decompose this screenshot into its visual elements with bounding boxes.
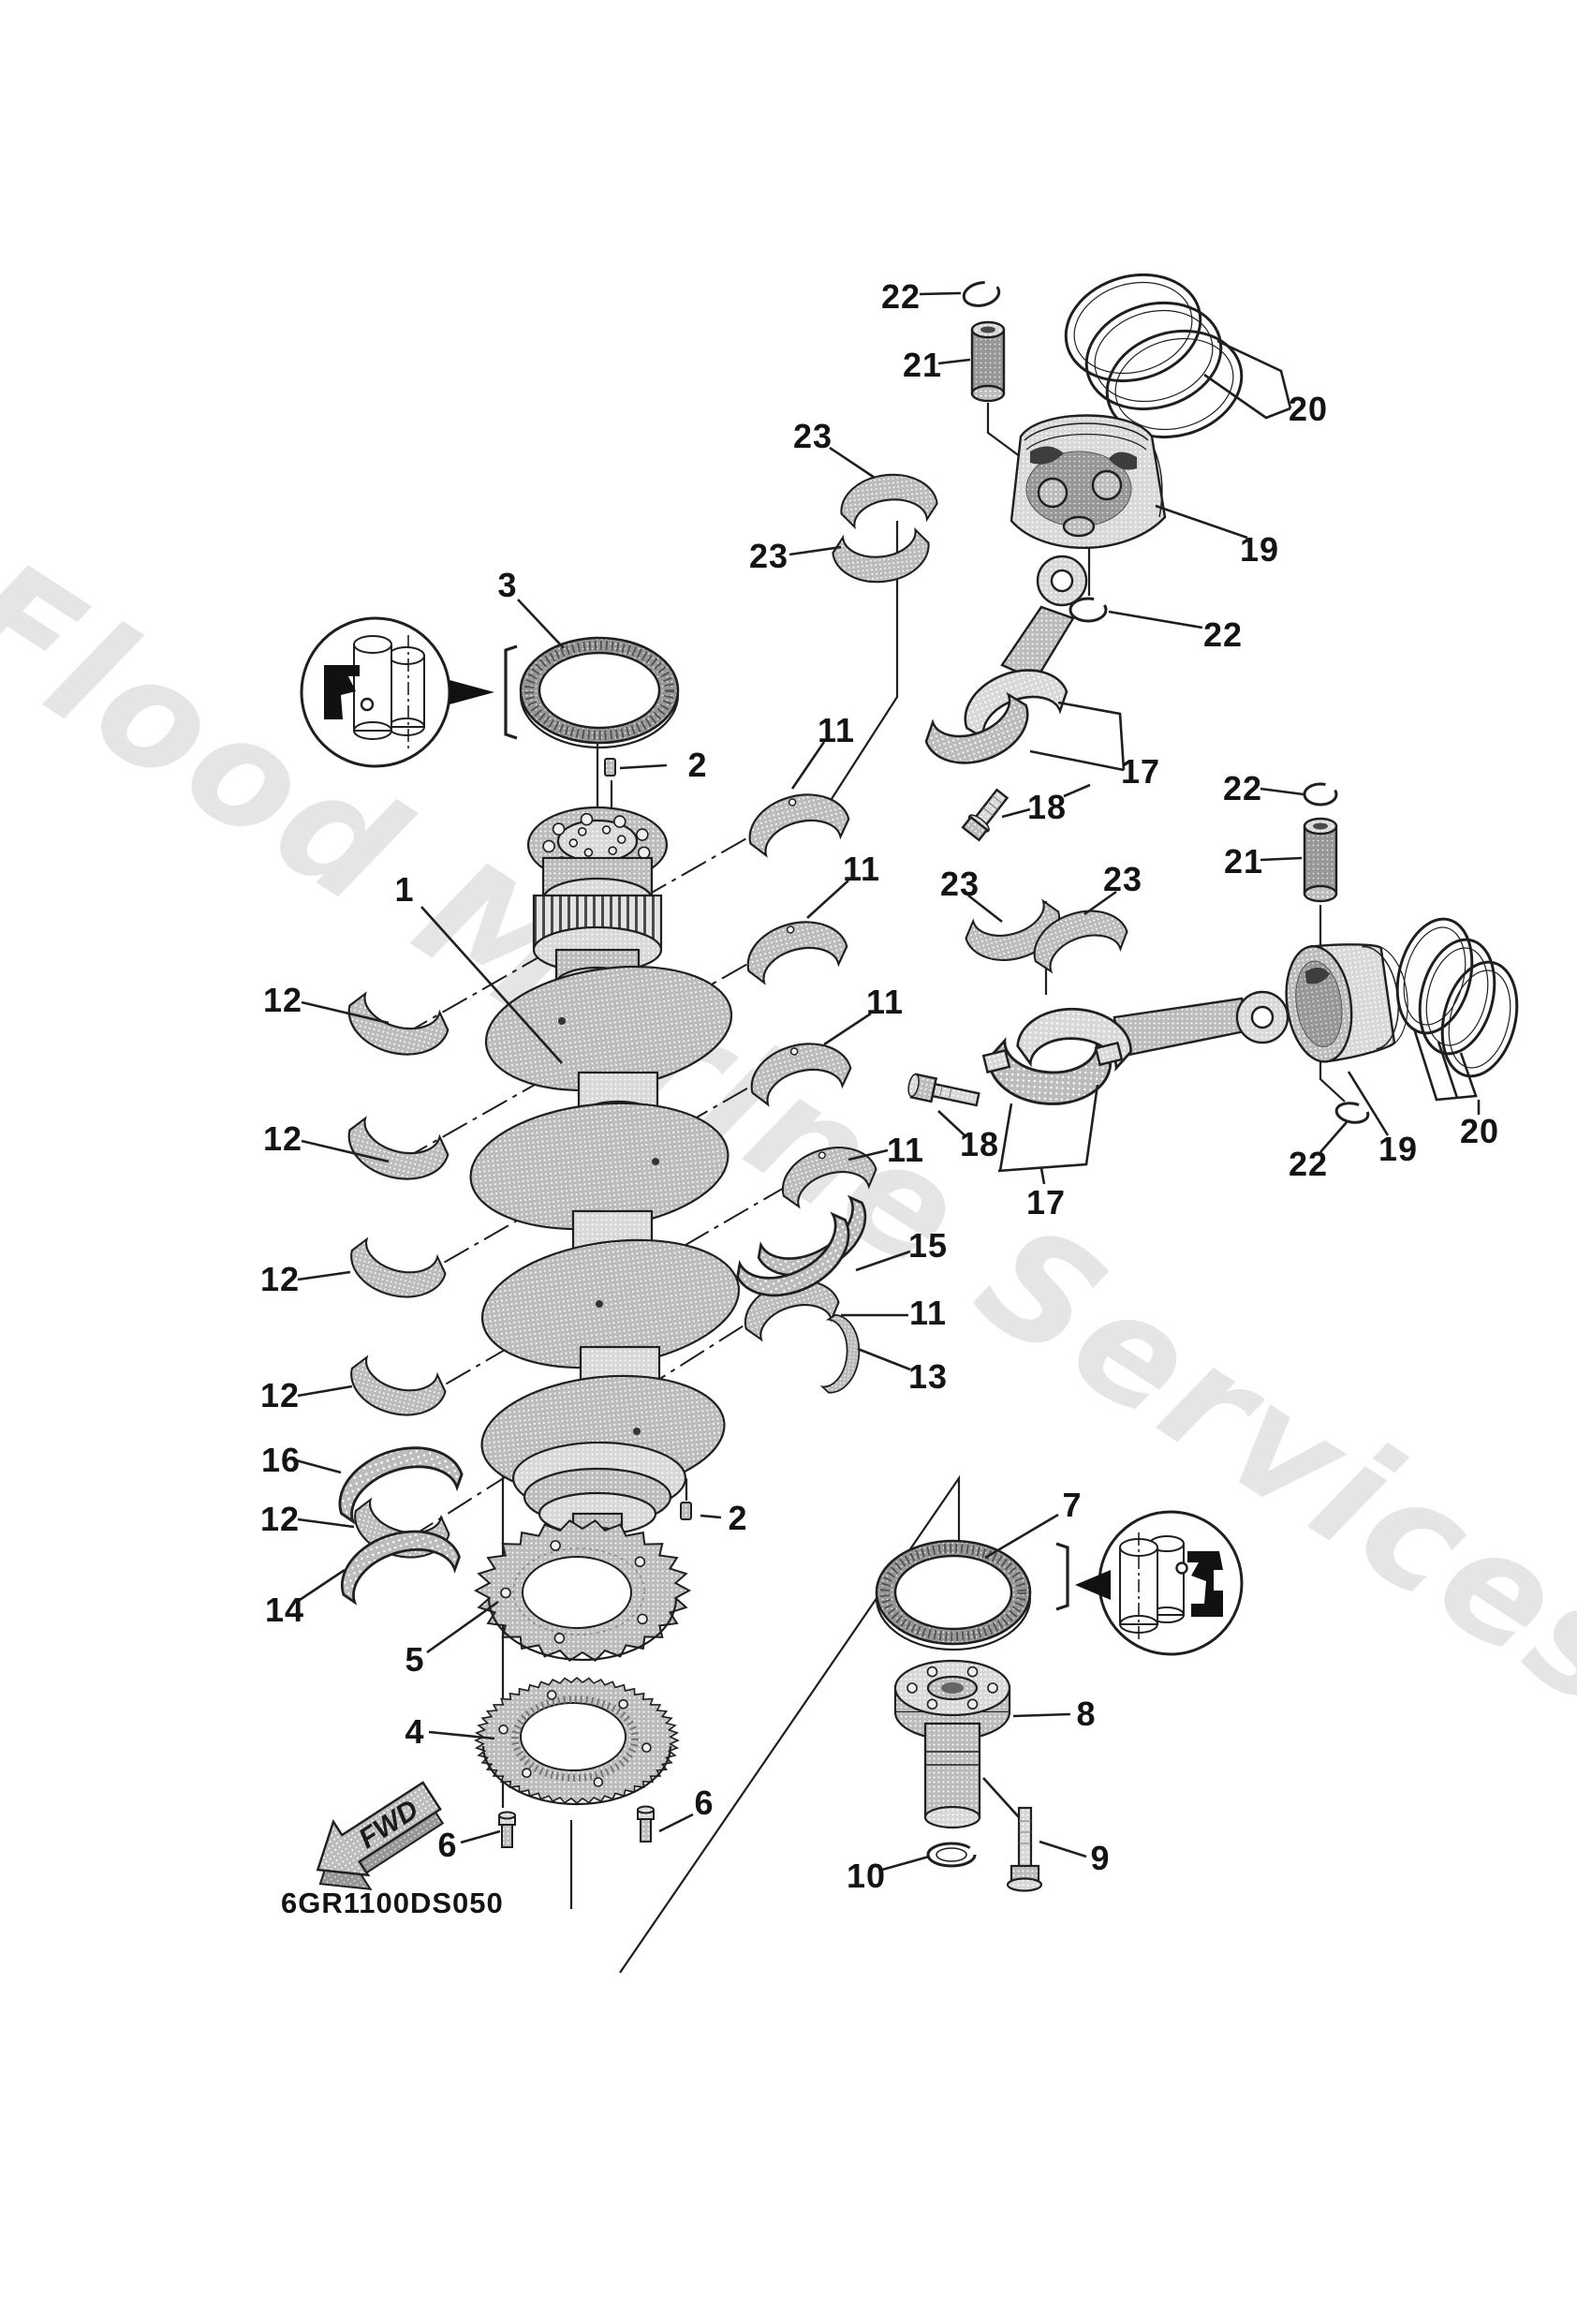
connecting-rod-1 — [952, 555, 1088, 745]
gear-bolts-6 — [498, 1805, 655, 1848]
detail-callout-bottom — [1055, 1510, 1244, 1656]
part-number-label: 23 — [748, 537, 789, 575]
drive-coupler-8 — [893, 1659, 1011, 1829]
part-number-label: 1 — [394, 870, 415, 909]
part-number-label: 22 — [1222, 769, 1263, 807]
part-number-label: 10 — [846, 1857, 887, 1895]
rod-bolt-18b — [907, 1073, 980, 1107]
part-number-label: 18 — [1026, 788, 1068, 826]
circlip-22a — [962, 281, 1001, 307]
part-number-label: 19 — [1378, 1130, 1419, 1168]
oil-seal-ring-7 — [875, 1539, 1032, 1651]
callout-arrow-bottom — [1075, 1570, 1111, 1600]
piston-pin-21b — [1303, 817, 1338, 903]
dowel-pins-2 — [604, 758, 692, 1520]
piston-assembly-2 — [907, 782, 1519, 1124]
part-number-label: 23 — [939, 865, 980, 903]
part-number-label: 20 — [1288, 390, 1329, 428]
detail-callout-top — [300, 616, 518, 768]
ring-gear-4 — [474, 1676, 680, 1806]
part-number-label: 23 — [1102, 860, 1143, 898]
rod-cap-17b — [981, 1038, 1124, 1109]
seal-cross-section-icon — [324, 665, 360, 719]
part-number-label: 14 — [264, 1591, 305, 1629]
seal-cross-section-icon — [1187, 1551, 1223, 1617]
part-number-label: 11 — [842, 850, 881, 888]
timing-sprocket-5 — [473, 1519, 692, 1662]
part-number-label: 22 — [880, 277, 921, 316]
part-number-label: 21 — [902, 346, 943, 384]
part-number-label: 17 — [1025, 1183, 1067, 1221]
part-number-label: 9 — [1090, 1839, 1111, 1877]
part-number-label: 18 — [959, 1125, 1000, 1163]
piston-pin-21a — [970, 320, 1006, 403]
part-number-label: 7 — [1062, 1486, 1083, 1524]
piston-assembly-1 — [919, 273, 1244, 842]
part-number-label: 12 — [259, 1376, 301, 1414]
part-number-label: 6 — [694, 1784, 715, 1822]
circlip-22c — [1303, 782, 1338, 807]
part-number-label: 5 — [405, 1640, 425, 1679]
part-number-label: 2 — [728, 1499, 748, 1537]
part-number-label: 19 — [1239, 530, 1280, 569]
part-number-label: 12 — [262, 981, 303, 1019]
main-bearings-upper-11 — [735, 783, 881, 1344]
sprocket-holes — [500, 1540, 648, 1644]
bracket-bottom — [1055, 1542, 1069, 1611]
piston-19b — [1285, 943, 1408, 1063]
leader-lines — [295, 291, 1481, 1872]
part-number-label: 22 — [1202, 615, 1244, 654]
washer-10 — [926, 1842, 977, 1868]
part-number-label: 11 — [865, 983, 905, 1021]
part-number-label: 8 — [1076, 1695, 1097, 1733]
part-number-label: 3 — [497, 566, 518, 604]
circlip-22d — [1334, 1102, 1370, 1124]
part-number-label: 12 — [259, 1260, 301, 1298]
gear-holes — [498, 1690, 652, 1787]
part-number-label: 4 — [405, 1712, 425, 1751]
piston-rings-20b — [1395, 917, 1519, 1078]
part-number-label: 15 — [907, 1226, 949, 1265]
part-number-label: 16 — [260, 1441, 302, 1479]
part-number-label: 21 — [1223, 842, 1264, 881]
part-number-label: 20 — [1459, 1112, 1500, 1150]
diagram-code: 6GR1100DS050 — [281, 1887, 504, 1919]
part-number-label: 2 — [687, 746, 708, 784]
part-number-label: 6 — [437, 1826, 458, 1864]
connecting-rod-2 — [1015, 990, 1290, 1071]
part-number-label: 11 — [908, 1294, 948, 1332]
coupler-holes — [906, 1665, 998, 1710]
fwd-arrow: FWD — [316, 1781, 445, 1890]
circlip-22b — [1069, 597, 1108, 623]
callout-arrow-top — [450, 680, 494, 704]
piston-rings-20a — [1064, 273, 1244, 439]
part-number-label: 11 — [817, 711, 856, 749]
part-number-label: 12 — [262, 1119, 303, 1158]
piston-19a — [1010, 414, 1167, 549]
part-number-label: 12 — [259, 1500, 301, 1538]
rod-bolt-18a — [961, 788, 1010, 842]
part-number-label: 13 — [907, 1357, 949, 1396]
part-number-label: 17 — [1120, 752, 1161, 791]
part-number-label: 23 — [792, 417, 833, 455]
oil-seal-ring-3 — [519, 636, 680, 749]
crankshaft — [469, 806, 741, 1547]
bracket-top — [504, 644, 518, 740]
part-number-label: 22 — [1288, 1145, 1329, 1183]
part-number-label: 11 — [886, 1131, 925, 1169]
coupler-bolt-9 — [1006, 1806, 1043, 1892]
